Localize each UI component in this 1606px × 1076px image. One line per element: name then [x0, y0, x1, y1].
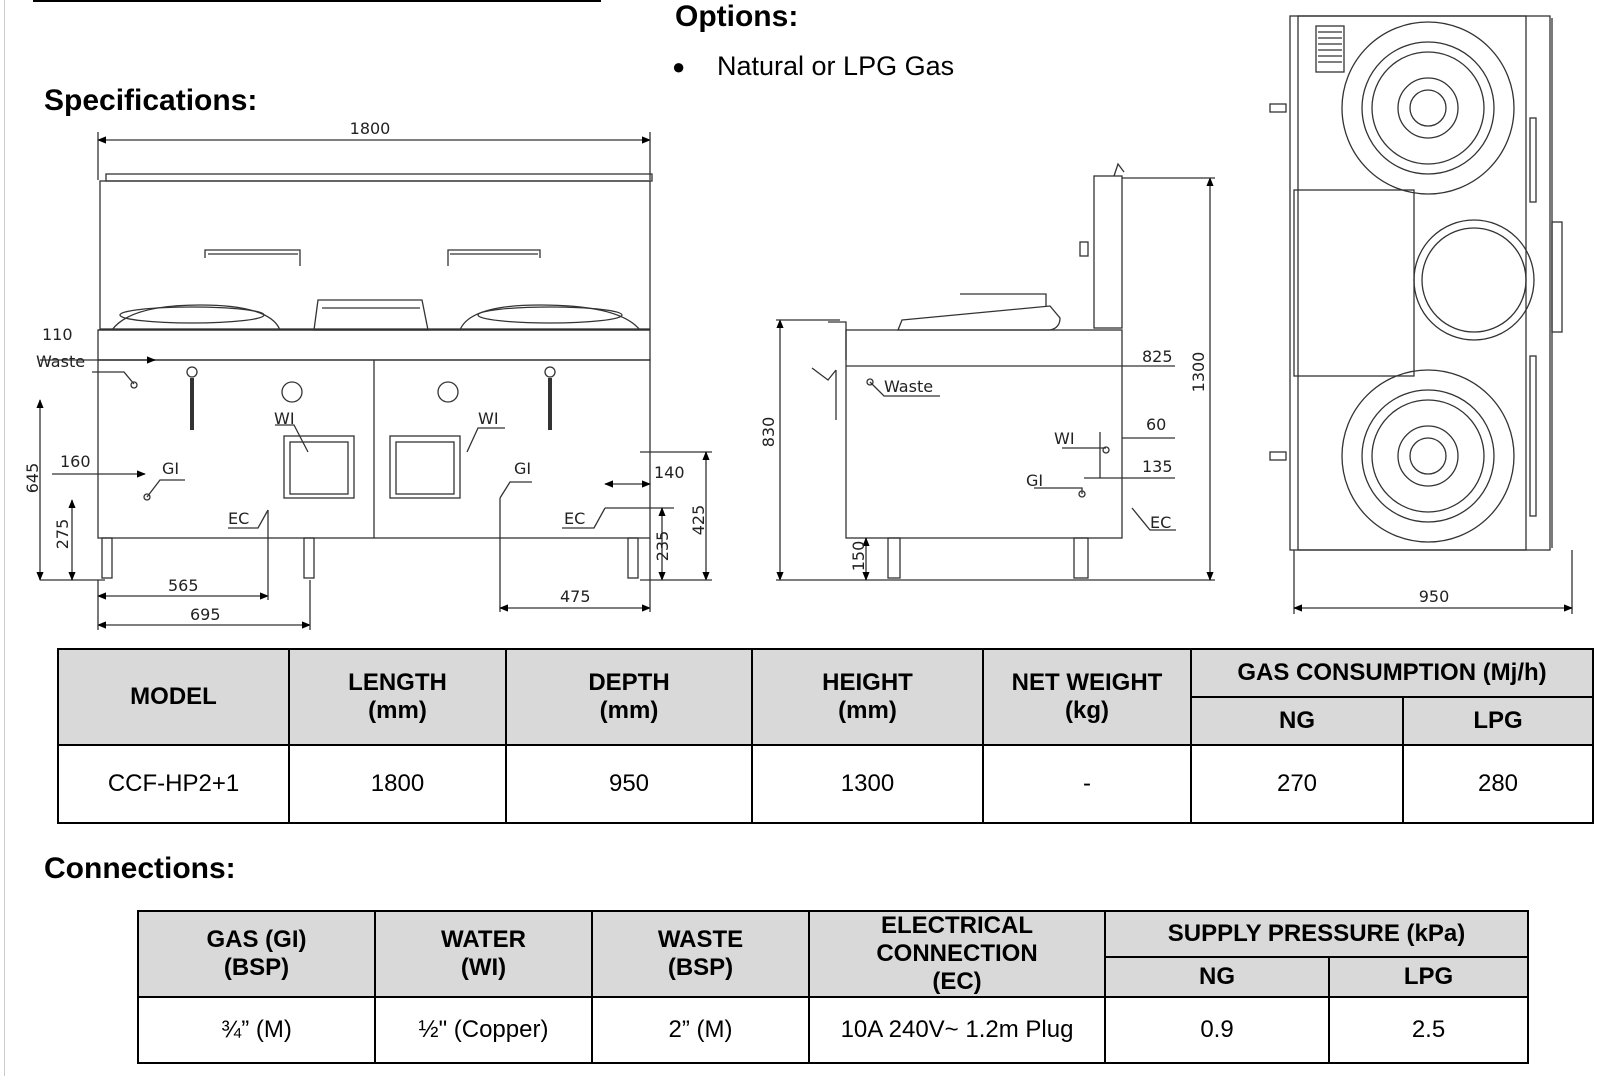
header-net-weight: NET WEIGHT(kg) [982, 648, 1192, 746]
cell-water: ½" (Copper) [374, 996, 593, 1064]
dim-150: 150 [849, 541, 868, 572]
technical-drawings: 1800 110 Waste 645 160 GI 275 WI WI EC E… [23, 15, 1573, 630]
dim-830: 830 [759, 417, 778, 448]
table-row: ¾” (M) ½" (Copper) 2” (M) 10A 240V~ 1.2m… [137, 996, 1530, 1064]
dim-135: 135 [1142, 457, 1173, 476]
dim-565: 565 [168, 576, 199, 595]
table-row: CCF-HP2+1 1800 950 1300 - 270 280 [57, 744, 1595, 824]
cell-depth: 950 [505, 744, 753, 824]
dim-140: 140 [654, 463, 685, 482]
dim-235: 235 [653, 531, 672, 562]
cell-waste: 2” (M) [591, 996, 810, 1064]
cell-weight: - [982, 744, 1192, 824]
label-waste-front: Waste [36, 352, 85, 371]
dim-1800: 1800 [350, 119, 391, 138]
header-depth: DEPTH(mm) [505, 648, 753, 746]
dim-475: 475 [560, 587, 591, 606]
dim-950: 950 [1419, 587, 1450, 606]
label-gi-right: GI [514, 459, 531, 478]
header-pressure-lpg: LPG [1327, 956, 1530, 998]
header-gas-gi: GAS (GI)(BSP) [137, 910, 376, 998]
options-item-gas: Natural or LPG Gas [717, 51, 955, 81]
header-supply-pressure: SUPPLY PRESSURE (kPa) [1103, 910, 1530, 958]
cell-length: 1800 [288, 744, 507, 824]
header-ng: NG [1190, 696, 1404, 746]
label-gi-left: GI [162, 459, 179, 478]
dim-60: 60 [1146, 415, 1166, 434]
label-wi-left: WI [274, 409, 295, 428]
label-wi-side: WI [1054, 429, 1075, 448]
cell-ng: 270 [1190, 744, 1404, 824]
options-title: Options: [675, 0, 799, 33]
cell-electrical: 10A 240V~ 1.2m Plug [808, 996, 1106, 1064]
header-lpg: LPG [1401, 696, 1595, 746]
header-water: WATER(WI) [374, 910, 593, 998]
dim-160: 160 [60, 452, 91, 471]
label-ec-side: EC [1150, 513, 1171, 532]
dim-110: 110 [42, 325, 73, 344]
dim-645: 645 [23, 463, 42, 494]
label-waste-side: Waste [884, 377, 933, 396]
dim-425: 425 [689, 505, 708, 536]
cell-model: CCF-HP2+1 [57, 744, 290, 824]
header-height: HEIGHT(mm) [751, 648, 984, 746]
connections-table: GAS (GI)(BSP) WATER(WI) WASTE(BSP) ELECT… [137, 910, 1530, 1064]
options-bullet: ● [672, 54, 686, 79]
dim-1300: 1300 [1189, 352, 1208, 393]
dim-275: 275 [53, 519, 72, 550]
header-gas-consumption: GAS CONSUMPTION (Mj/h) [1189, 648, 1595, 698]
specifications-title: Specifications: [44, 84, 258, 117]
label-wi-right: WI [478, 409, 499, 428]
header-waste: WASTE(BSP) [591, 910, 810, 998]
cell-lpg: 280 [1401, 744, 1595, 824]
side-view [776, 162, 1215, 581]
cell-pressure-lpg: 2.5 [1327, 996, 1530, 1064]
cell-gas: ¾” (M) [137, 996, 376, 1064]
connections-title: Connections: [44, 852, 236, 885]
top-rule [33, 0, 601, 2]
header-model: MODEL [57, 648, 290, 746]
cell-height: 1300 [751, 744, 984, 824]
page-left-rule [4, 0, 5, 1076]
top-view [1269, 15, 1573, 614]
header-length: LENGTH(mm) [288, 648, 507, 746]
front-view [36, 132, 712, 630]
header-pressure-ng: NG [1104, 956, 1330, 998]
label-gi-side: GI [1026, 471, 1043, 490]
label-ec-right: EC [564, 509, 585, 528]
dim-825: 825 [1142, 347, 1173, 366]
specifications-table: MODEL LENGTH(mm) DEPTH(mm) HEIGHT(mm) NE… [57, 648, 1595, 824]
cell-pressure-ng: 0.9 [1104, 996, 1330, 1064]
label-ec-left: EC [228, 509, 249, 528]
dim-695: 695 [190, 605, 221, 624]
